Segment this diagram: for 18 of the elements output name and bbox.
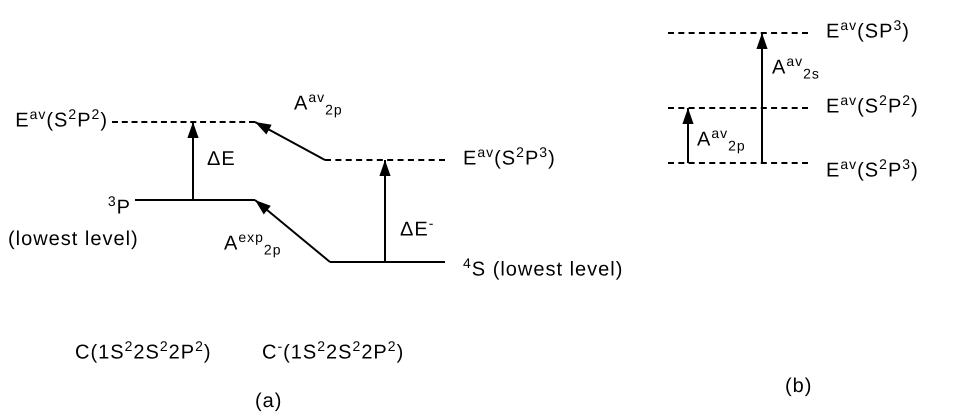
formula-label: C(1S$^{2}$2S$^{2}$2P$^{2}$)	[75, 337, 212, 364]
arrow	[682, 108, 694, 163]
arrow	[187, 122, 199, 200]
level-label: $^{3}$P	[108, 192, 131, 218]
arrow	[756, 33, 768, 163]
level-label: $^{4}$S (lowest level)	[463, 254, 624, 280]
arrow	[379, 160, 391, 262]
arrow	[254, 199, 331, 263]
level-label: E$^{av}$(S$^{2}$P$^{2}$)	[15, 105, 108, 131]
formula-label: C$^{-}$(1S$^{2}$2S$^{2}$2P$^{2}$)	[262, 337, 404, 364]
formula-label: (b)	[785, 375, 812, 397]
formula-label: (a)	[255, 390, 282, 412]
level-label: E$^{av}$(S$^{2}$P$^{3}$)	[826, 155, 919, 181]
level-label: E$^{av}$(S$^{2}$P$^{2}$)	[826, 91, 919, 117]
arrow	[254, 121, 326, 161]
level-label: E$^{av}$(SP$^{3}$)	[826, 16, 910, 42]
level-note: (lowest level)	[8, 228, 139, 250]
level-label: E$^{av}$(S$^{2}$P$^{3}$)	[463, 143, 556, 169]
